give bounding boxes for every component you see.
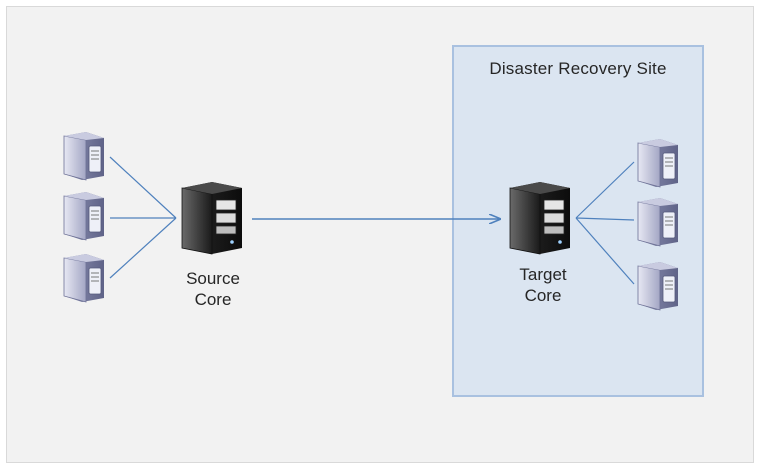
target-core-label: Target Core [500,264,586,306]
server-icon [63,192,104,241]
connector-target-agent3 [575,217,635,285]
server-icon [63,132,104,181]
connector-target-agent1 [575,161,635,219]
server-icon [637,262,678,311]
server-icon [637,198,678,247]
server-icon [63,254,104,303]
target-core-label-line2: Core [524,286,562,305]
source-core-label: Source Core [170,268,256,310]
connector-agent1-source [109,156,177,219]
connector-agent3-source [109,217,177,279]
server-tower-icon [181,182,242,255]
disaster-recovery-site-title: Disaster Recovery Site [489,59,667,78]
connector-target-agent2 [575,217,635,221]
server-tower-icon [509,182,570,255]
source-core-label-line2: Core [194,290,232,309]
source-core-label-line1: Source [186,269,240,288]
target-core-label-line1: Target [519,265,567,284]
server-icon [637,139,678,188]
